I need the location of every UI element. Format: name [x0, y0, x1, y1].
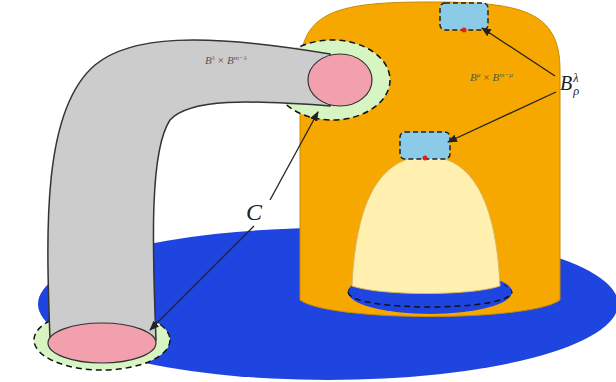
red-point [423, 156, 428, 161]
superscript: μ [477, 71, 481, 79]
index-stack: λρ [573, 72, 579, 98]
ball-label: Bλρ [560, 72, 579, 98]
leader-arrow [482, 28, 555, 76]
red-point [462, 28, 467, 33]
small-ball-inner [400, 132, 450, 159]
small-ball-top [440, 3, 488, 30]
inner-dome [352, 156, 500, 294]
attaching-disk [48, 323, 156, 363]
superscript: λ [573, 72, 579, 85]
collar-label: C [246, 200, 262, 224]
math-symbol: B [205, 54, 212, 66]
operator-symbol: × [218, 54, 224, 66]
leader-arrow [150, 226, 254, 330]
subscript: ρ [573, 85, 579, 98]
superscript: λ [212, 54, 215, 62]
superscript: m−λ [234, 54, 247, 62]
superscript: m−μ [499, 71, 513, 79]
leader-arrow [270, 112, 318, 200]
math-symbol: C [246, 199, 262, 225]
math-symbol: B [227, 54, 234, 66]
operator-symbol: × [483, 71, 489, 83]
handle-label: Bλ×Bm−λ [205, 55, 247, 66]
math-symbol: B [560, 72, 572, 94]
hole-rim-dashed [348, 292, 512, 307]
lambda-handle [48, 40, 330, 340]
math-symbol: B [470, 71, 477, 83]
math-symbol: B [493, 71, 500, 83]
handle-label: Bμ× Bm−μ [470, 72, 513, 83]
leader-arrow [448, 92, 556, 142]
attaching-disk [308, 54, 372, 106]
